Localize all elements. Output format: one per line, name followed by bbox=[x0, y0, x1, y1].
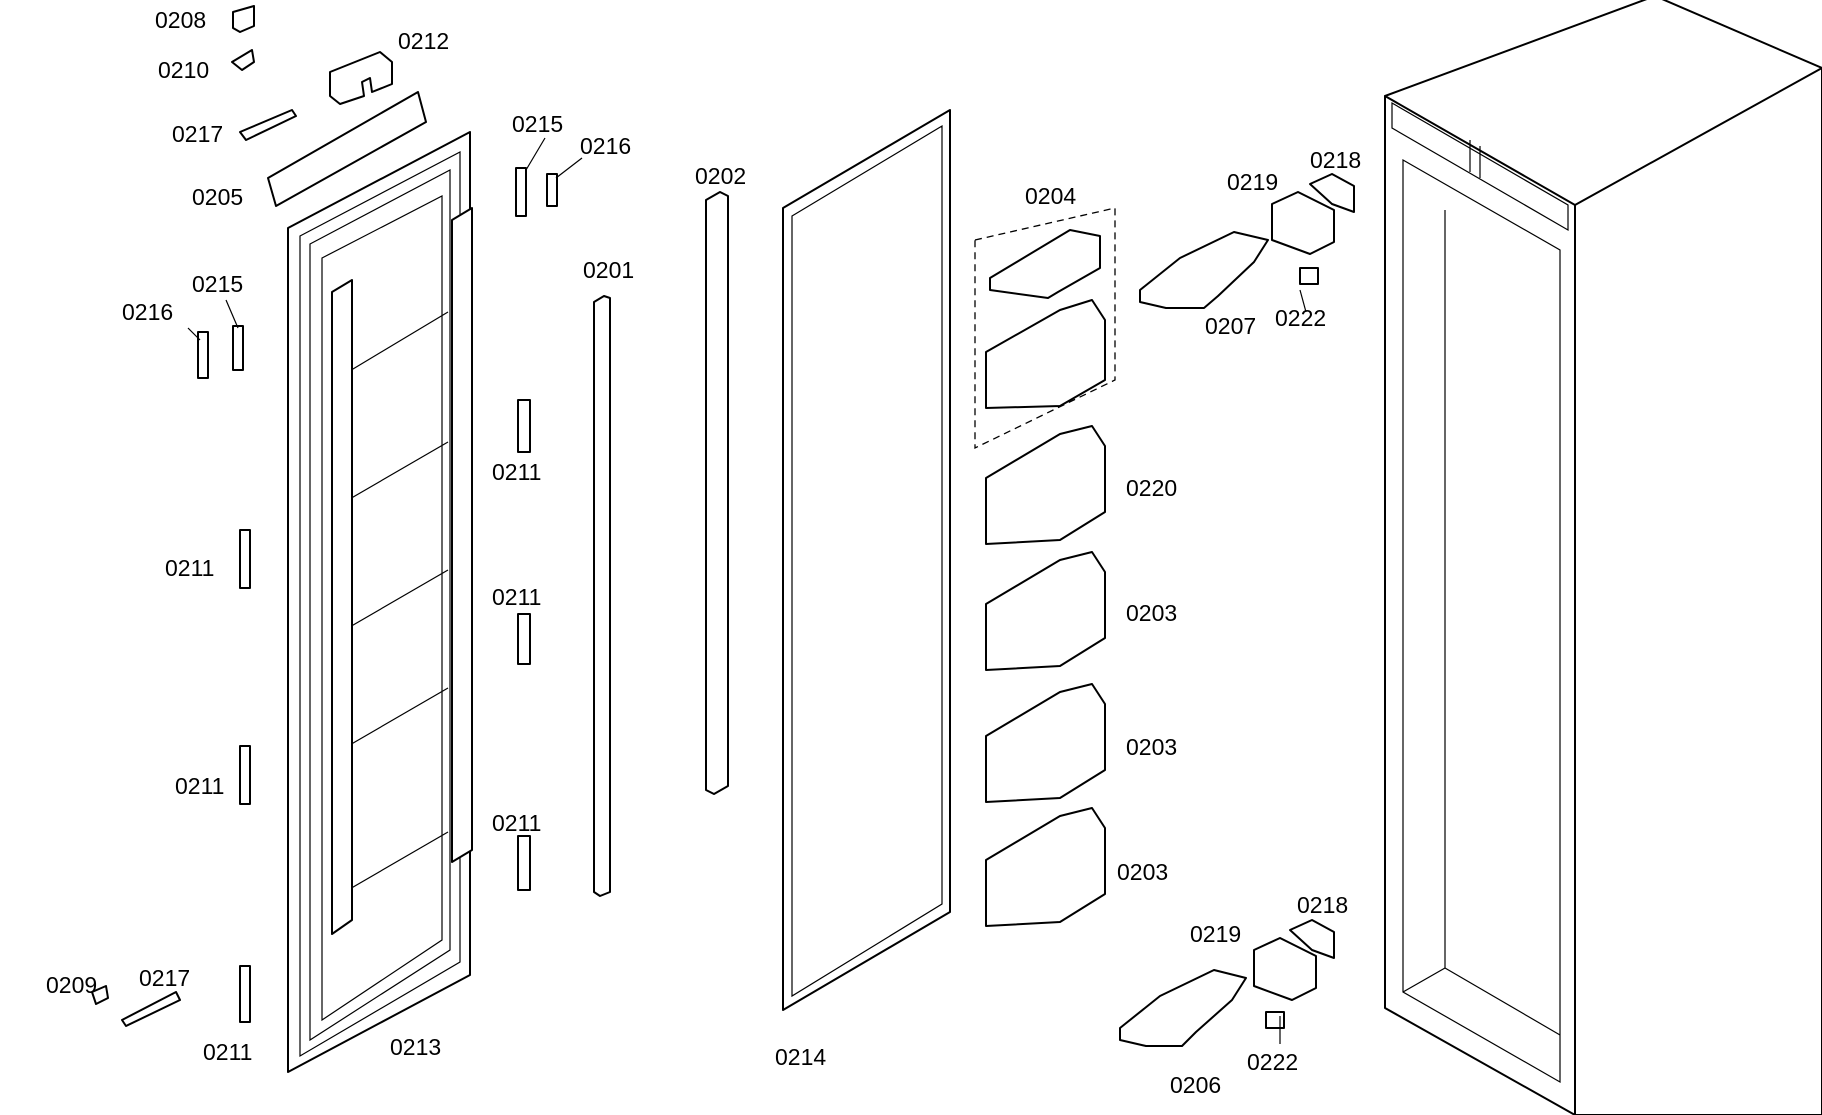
label-0208: 0208 bbox=[155, 7, 206, 33]
door-assembly bbox=[287, 131, 473, 1073]
strips bbox=[593, 191, 729, 897]
label-0211-mid-a: 0211 bbox=[492, 459, 541, 485]
label-0202: 0202 bbox=[695, 163, 746, 189]
label-0217-top: 0217 bbox=[172, 121, 223, 147]
label-0203-b: 0203 bbox=[1126, 734, 1177, 760]
hinges bbox=[1119, 173, 1355, 1047]
door-gasket bbox=[782, 109, 951, 1011]
label-0209: 0209 bbox=[46, 972, 97, 998]
label-0201: 0201 bbox=[583, 257, 634, 283]
label-0212: 0212 bbox=[398, 28, 449, 54]
label-0211-left-a: 0211 bbox=[165, 555, 214, 581]
label-0203-c: 0203 bbox=[1117, 859, 1168, 885]
label-0218-bottom: 0218 bbox=[1297, 892, 1348, 918]
label-0203-a: 0203 bbox=[1126, 600, 1177, 626]
label-0215-left: 0215 bbox=[192, 271, 243, 297]
label-0211-left-c: 0211 bbox=[203, 1039, 252, 1065]
label-0216-left: 0216 bbox=[122, 299, 173, 325]
label-0222-bottom: 0222 bbox=[1247, 1049, 1298, 1075]
label-0222-top: 0222 bbox=[1275, 305, 1326, 331]
clips bbox=[91, 167, 558, 1027]
label-0207: 0207 bbox=[1205, 313, 1256, 339]
label-0210: 0210 bbox=[158, 57, 209, 83]
label-0219-top: 0219 bbox=[1227, 169, 1278, 195]
label-0211-left-b: 0211 bbox=[175, 773, 224, 799]
top-parts bbox=[231, 5, 427, 207]
label-0220: 0220 bbox=[1126, 475, 1177, 501]
label-0217-bottom: 0217 bbox=[139, 965, 190, 991]
label-0204: 0204 bbox=[1025, 183, 1076, 209]
label-0206: 0206 bbox=[1170, 1072, 1221, 1098]
label-0215-top: 0215 bbox=[512, 111, 563, 137]
label-0218-top: 0218 bbox=[1310, 147, 1361, 173]
label-0219-bottom: 0219 bbox=[1190, 921, 1241, 947]
door-bins bbox=[974, 207, 1116, 927]
label-0211-mid-c: 0211 bbox=[492, 810, 541, 836]
label-0213: 0213 bbox=[390, 1034, 441, 1060]
cabinet bbox=[1384, 0, 1822, 1115]
label-0214: 0214 bbox=[775, 1044, 826, 1070]
callouts: 0208 0210 0212 0217 0205 0215 0216 0202 … bbox=[46, 7, 1361, 1098]
label-0216-top: 0216 bbox=[580, 133, 631, 159]
label-0205: 0205 bbox=[192, 184, 243, 210]
label-0211-mid-b: 0211 bbox=[492, 584, 541, 610]
